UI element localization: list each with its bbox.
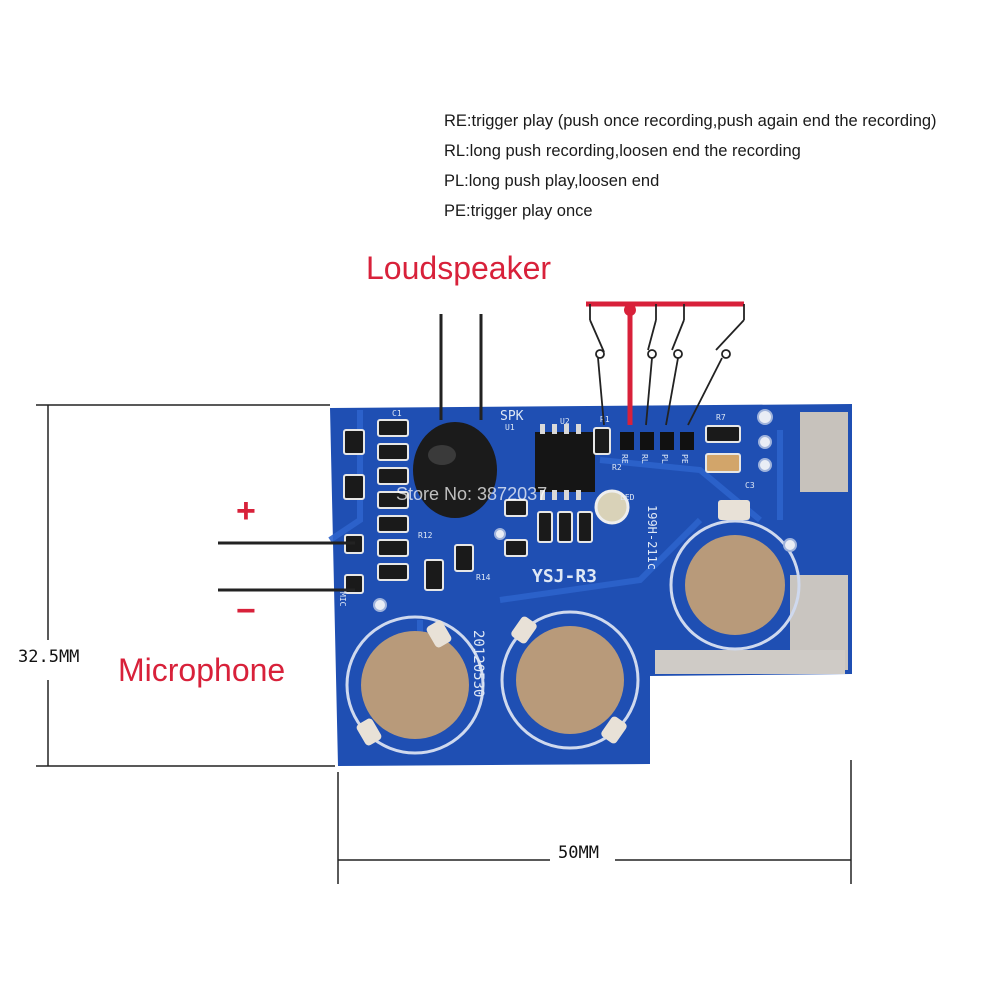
comp-r14: R14 bbox=[476, 573, 491, 582]
width-dimension-label: 50MM bbox=[554, 843, 603, 863]
pad-large-3 bbox=[669, 500, 801, 651]
pin-re: RE bbox=[620, 454, 629, 464]
speaker-leads bbox=[439, 314, 483, 420]
legend-pl: PL:long push play,loosen end bbox=[444, 172, 660, 190]
width-dimension-lines bbox=[337, 760, 852, 884]
switch-bus bbox=[586, 301, 745, 426]
ic-chip bbox=[535, 424, 595, 500]
comp-c3: C3 bbox=[745, 481, 755, 490]
height-dimension-lines bbox=[36, 404, 335, 767]
plus-label: + bbox=[236, 492, 256, 530]
mode-legend: RE:trigger play (push once recording,pus… bbox=[444, 106, 937, 226]
comp-u2: U2 bbox=[560, 417, 570, 426]
board-date: 20120530 bbox=[470, 630, 486, 697]
legend-pe: PE:trigger play once bbox=[444, 202, 593, 220]
pin-rl: RL bbox=[640, 454, 649, 464]
pcb-board: YSJ-R3 20120530 199H-211c SPK RE RL PL P… bbox=[328, 404, 852, 766]
microphone-leads bbox=[218, 541, 355, 592]
comp-u1: U1 bbox=[505, 423, 515, 432]
pin-pe: PE bbox=[680, 454, 689, 464]
board-part: 199H-211c bbox=[645, 505, 659, 570]
microphone-label: Microphone bbox=[118, 652, 286, 688]
height-dimension-label: 32.5MM bbox=[18, 647, 80, 667]
pin-pl: PL bbox=[660, 454, 669, 464]
comp-c1: C1 bbox=[392, 409, 402, 418]
loudspeaker-label: Loudspeaker bbox=[366, 250, 552, 286]
spk-label: SPK bbox=[500, 409, 524, 424]
pad-large-2 bbox=[500, 610, 640, 750]
pad-large-1 bbox=[345, 615, 485, 755]
comp-r2: R2 bbox=[612, 463, 622, 472]
legend-rl: RL:long push recording,loosen end the re… bbox=[444, 142, 801, 160]
minus-label: − bbox=[236, 592, 256, 630]
board-model: YSJ-R3 bbox=[532, 566, 597, 587]
comp-led: LED bbox=[620, 493, 635, 502]
comp-r12: R12 bbox=[418, 531, 433, 540]
comp-r1: R1 bbox=[600, 415, 610, 424]
comp-r7: R7 bbox=[716, 413, 726, 422]
comp-mic: MIC bbox=[338, 592, 347, 607]
legend-re: RE:trigger play (push once recording,pus… bbox=[444, 112, 937, 130]
store-watermark: Store No: 3872037 bbox=[396, 484, 548, 504]
